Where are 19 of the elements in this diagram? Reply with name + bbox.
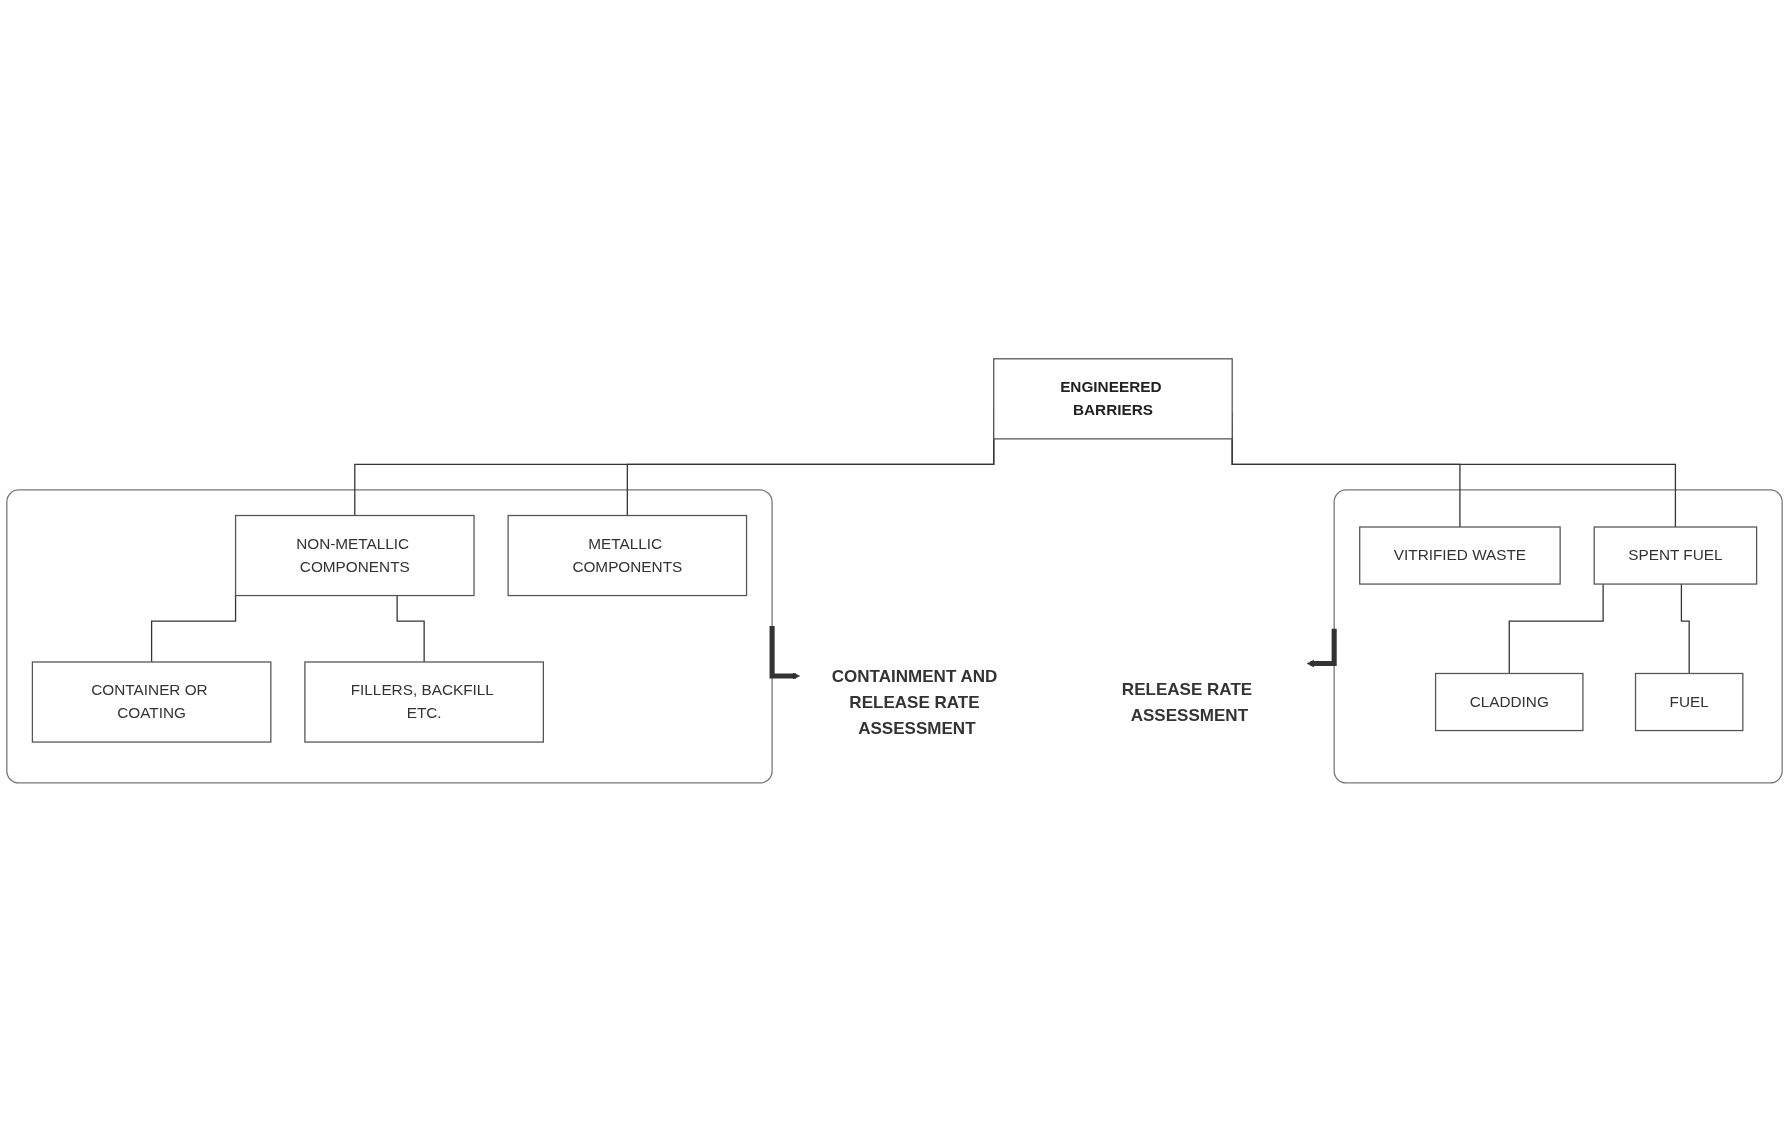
- node-box: SPENT FUEL: [1593, 526, 1758, 585]
- arrow: [769, 625, 800, 680]
- node-box: METALLIC COMPONENTS: [507, 514, 748, 596]
- node-box: ENGINEERED BARRIERS: [993, 357, 1233, 440]
- node-box: CONTAINER OR COATING: [31, 661, 272, 743]
- node-box: FILLERS, BACKFILL ETC.: [304, 661, 544, 743]
- node-box: VITRIFIED WASTE: [1359, 526, 1561, 585]
- node-box: FUEL: [1634, 672, 1744, 731]
- node-box: NON-METALLIC COMPONENTS: [234, 514, 475, 596]
- node-text: CONTAINMENT AND RELEASE RATE ASSESSMENT: [831, 666, 998, 737]
- node-box: CLADDING: [1434, 672, 1584, 731]
- connector: [396, 594, 425, 663]
- connector: [151, 593, 237, 663]
- node-text: RELEASE RATE ASSESSMENT: [1121, 679, 1253, 724]
- cluster: [6, 488, 773, 784]
- connector: [1508, 583, 1604, 674]
- cluster: [1333, 488, 1783, 784]
- arrow: [1306, 628, 1337, 667]
- connector: [1680, 583, 1690, 674]
